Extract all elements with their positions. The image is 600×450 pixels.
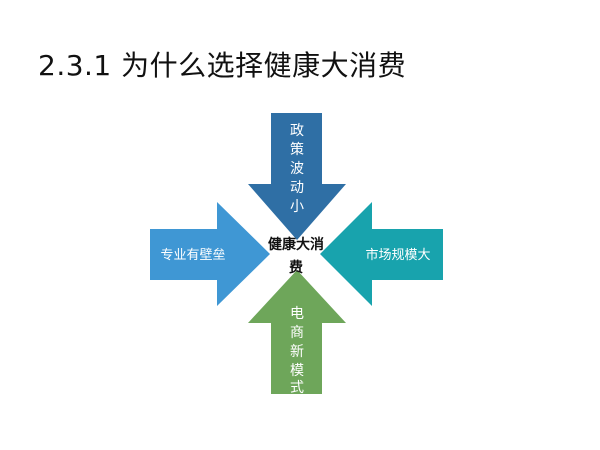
arrow-left: 专业有壁垒 [150, 202, 270, 306]
arrow-bottom-shape [248, 270, 346, 394]
center-label: 健康大消 费 [268, 236, 324, 276]
center-label-line1: 健康大消 [268, 236, 324, 253]
arrow-top-char: 动 [290, 180, 304, 196]
slide-title: 2.3.1 为什么选择健康大消费 [38, 49, 407, 82]
arrow-left-label: 专业有壁垒 [160, 248, 225, 263]
arrow-right-label: 市场规模大 [365, 247, 430, 263]
arrow-left-shape [150, 202, 270, 306]
arrow-top: 政 策 波 动 小 [248, 113, 346, 240]
arrow-top-char: 策 [290, 141, 304, 158]
arrow-top-char: 波 [290, 161, 304, 177]
arrow-bottom-char: 模 [290, 363, 304, 379]
arrow-top-shape [248, 113, 346, 240]
arrow-top-char: 政 [290, 123, 304, 139]
center-label-line2: 费 [289, 259, 303, 276]
arrow-right-shape [320, 202, 443, 306]
arrow-bottom-char: 式 [290, 380, 304, 396]
arrow-bottom-char: 新 [290, 344, 304, 360]
arrow-bottom-char: 电 [290, 306, 304, 322]
arrow-bottom-char: 商 [290, 325, 304, 341]
arrow-right: 市场规模大 [320, 202, 443, 306]
arrow-top-char: 小 [290, 199, 304, 215]
arrow-bottom: 电 商 新 模 式 [248, 270, 346, 396]
